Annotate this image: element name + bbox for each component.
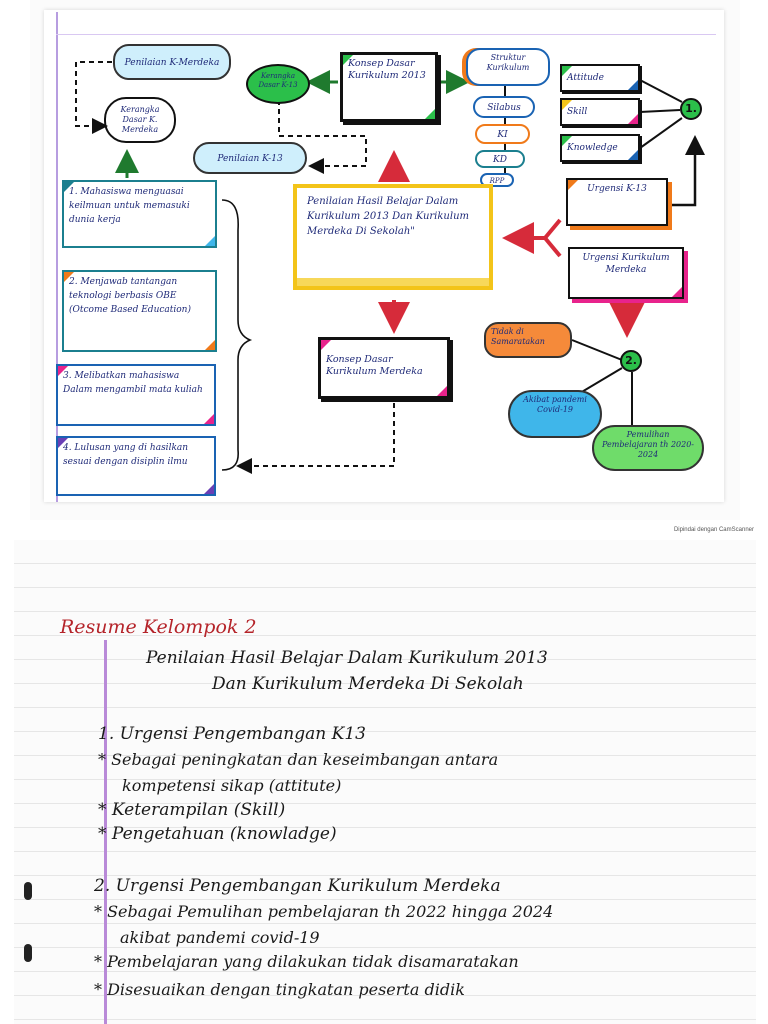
rpp-node: RPP: [480, 173, 514, 187]
corner-mark: [204, 484, 214, 494]
merdeka-point-3-label: Pemulihan Pembelajaran th 2020-2024: [601, 430, 695, 459]
notes-line: * Pembelajaran yang dilakukan tidak disa…: [94, 952, 519, 971]
notes-line: * Sebagai Pemulihan pembelajaran th 2022…: [94, 902, 554, 921]
merdeka-point-1: Tidak di Samaratakan: [484, 322, 572, 358]
corner-mark: [205, 340, 215, 350]
kd-label: KD: [493, 155, 507, 165]
binder-hole: [24, 944, 32, 962]
penilaian-k13-label: Penilaian K-13: [217, 154, 283, 164]
corner-mark: [58, 366, 68, 376]
notes-line: * Sebagai peningkatan dan keseimbangan a…: [98, 750, 499, 769]
center-topic-node: Penilaian Hasil Belajar Dalam Kurikulum …: [293, 184, 493, 290]
corner-mark: [672, 287, 682, 297]
notes-subtitle-2: Dan Kurikulum Merdeka Di Sekolah: [212, 674, 524, 694]
kerangka-k13-node: Kerangka Dasar K-13: [246, 64, 310, 104]
corner-mark: [568, 180, 578, 190]
corner-mark: [64, 182, 74, 192]
ki-node: KI: [475, 124, 530, 144]
attitude-label: Attitude: [567, 73, 604, 83]
sheet-margin-line: [56, 12, 58, 502]
urgensi-k13-label: Urgensi K-13: [587, 184, 647, 194]
silabus-label: Silabus: [487, 103, 521, 113]
ruled-lines: [14, 540, 756, 1024]
konsep-2013-label: Konsep Dasar Kurikulum 2013: [348, 58, 426, 81]
kd-node: KD: [475, 150, 525, 168]
merdeka-point-3: Pemulihan Pembelajaran th 2020-2024: [592, 425, 704, 471]
konsep-merdeka-label: Konsep Dasar Kurikulum Merdeka: [326, 354, 423, 377]
notes-line: * Keterampilan (Skill): [98, 800, 286, 820]
list-item: 4. Lulusan yang di hasilkan sesuai denga…: [56, 436, 216, 496]
center-topic-label: Penilaian Hasil Belajar Dalam Kurikulum …: [307, 196, 469, 237]
merdeka-point-2-label: Akibat pandemi Covid-19: [523, 395, 587, 414]
struktur-kurikulum-node: Struktur Kurikulum: [466, 48, 550, 86]
notes-title: Resume Kelompok 2: [60, 616, 257, 638]
corner-mark: [204, 414, 214, 424]
list-item: 1. Mahasiswa menguasai keilmuan untuk me…: [62, 180, 217, 248]
list-item-2-label: 2. Menjawab tantangan teknologi berbasis…: [69, 277, 191, 315]
merdeka-point-2: Akibat pandemi Covid-19: [508, 390, 602, 438]
sheet-top-line: [56, 34, 716, 35]
notes-line: kompetensi sikap (attitute): [122, 776, 342, 795]
list-item: 2. Menjawab tantangan teknologi berbasis…: [62, 270, 217, 352]
rpp-label: RPP: [489, 177, 505, 185]
corner-mark: [562, 66, 572, 76]
penilaian-merdeka-node: Penilaian K-Merdeka: [113, 44, 231, 80]
corner-mark: [562, 100, 572, 110]
corner-mark: [628, 150, 638, 160]
kerangka-merdeka-node: Kerangka Dasar K. Merdeka: [104, 97, 176, 143]
penilaian-merdeka-label: Penilaian K-Merdeka: [124, 58, 220, 68]
binder-hole: [24, 882, 32, 900]
notes-line: * Pengetahuan (knowladge): [98, 824, 337, 844]
skill-label: Skill: [567, 107, 588, 117]
notes-line: akibat pandemi covid-19: [120, 928, 320, 947]
corner-mark: [628, 80, 638, 90]
diagram-connectors: [75, 61, 705, 474]
silabus-node: Silabus: [473, 96, 535, 118]
notes-margin-line: [104, 640, 107, 1024]
corner-mark: [205, 236, 215, 246]
kerangka-k13-label: Kerangka Dasar K-13: [258, 72, 298, 89]
circle-2: 2.: [620, 350, 642, 372]
kerangka-merdeka-label: Kerangka Dasar K. Merdeka: [120, 105, 160, 134]
ki-label: KI: [497, 130, 508, 140]
corner-mark: [425, 109, 435, 119]
notes-line: * Disesuaikan dengan tingkatan peserta d…: [94, 980, 465, 999]
corner-mark: [562, 136, 572, 146]
corner-mark: [628, 114, 638, 124]
struktur-label: Struktur Kurikulum: [486, 53, 530, 72]
list-item-1-label: 1. Mahasiswa menguasai keilmuan untuk me…: [69, 187, 190, 225]
knowledge-box: Knowledge: [560, 134, 640, 162]
corner-mark: [321, 340, 331, 350]
notes-subtitle-1: Penilaian Hasil Belajar Dalam Kurikulum …: [146, 648, 548, 668]
corner-mark: [58, 438, 68, 448]
list-item-3-label: 3. Melibatkan mahasiswa Dalam mengambil …: [63, 371, 203, 395]
urgensi-merdeka-node: Urgensi Kurikulum Merdeka: [568, 247, 684, 299]
urgensi-merdeka-label: Urgensi Kurikulum Merdeka: [582, 253, 670, 275]
scan-watermark: Dipindai dengan CamScanner: [673, 527, 754, 533]
notes-line: 1. Urgensi Pengembangan K13: [98, 724, 366, 744]
corner-mark: [343, 55, 353, 65]
penilaian-k13-node: Penilaian K-13: [193, 142, 307, 174]
corner-mark: [64, 272, 74, 282]
merdeka-point-1-label: Tidak di Samaratakan: [491, 327, 545, 346]
circle-1: 1.: [680, 98, 702, 120]
skill-box: Skill: [560, 98, 640, 126]
circle-2-label: 2.: [625, 354, 637, 367]
urgensi-k13-node: Urgensi K-13: [566, 178, 668, 226]
konsep-2013-node: Konsep Dasar Kurikulum 2013: [340, 52, 438, 122]
list-item: 3. Melibatkan mahasiswa Dalam mengambil …: [56, 364, 216, 426]
list-item-4-label: 4. Lulusan yang di hasilkan sesuai denga…: [63, 443, 189, 467]
attitude-box: Attitude: [560, 64, 640, 92]
knowledge-label: Knowledge: [567, 143, 618, 153]
notes-line: 2. Urgensi Pengembangan Kurikulum Merdek…: [94, 876, 501, 896]
circle-1-label: 1.: [685, 102, 697, 115]
konsep-merdeka-node: Konsep Dasar Kurikulum Merdeka: [318, 337, 450, 399]
corner-mark: [437, 386, 447, 396]
notes-page: Resume Kelompok 2 Penilaian Hasil Belaja…: [14, 540, 756, 1024]
